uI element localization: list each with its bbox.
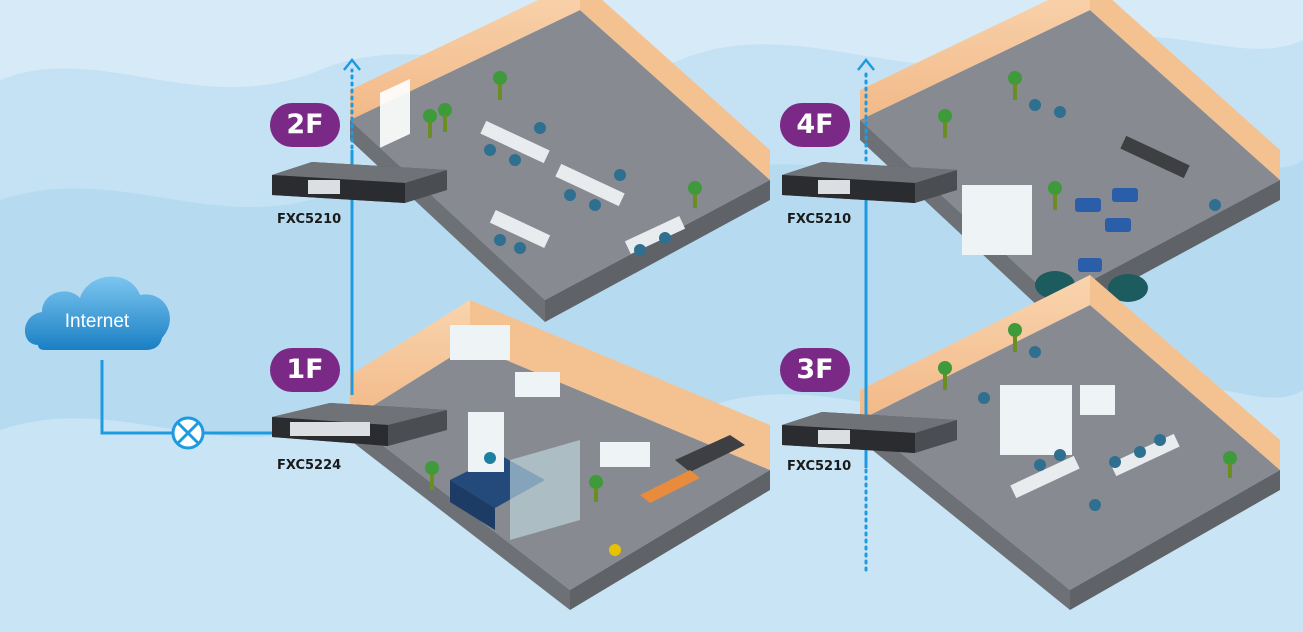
switch-label-4f: FXC5210	[787, 212, 852, 227]
uplink-arrow-icon	[343, 57, 875, 71]
router-icon	[171, 416, 205, 450]
floor-badge-1f: 1F	[270, 348, 340, 392]
floor-badge-3f: 3F	[780, 348, 850, 392]
room-3f	[860, 275, 1280, 610]
floor-badge-2f: 2F	[270, 103, 340, 147]
switch-icon	[272, 162, 957, 453]
room-2f	[350, 0, 770, 322]
switch-label-2f: FXC5210	[277, 212, 342, 227]
switch-label-1f: FXC5224	[277, 458, 342, 473]
internet-label: Internet	[64, 311, 130, 332]
floor-badge-4f: 4F	[780, 103, 850, 147]
room-1f	[350, 300, 770, 610]
cloud-icon	[24, 276, 170, 350]
switch-label-3f: FXC5210	[787, 459, 852, 474]
